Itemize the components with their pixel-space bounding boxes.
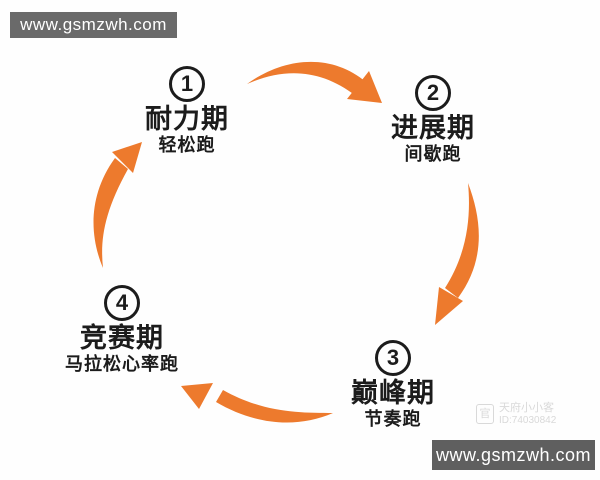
stage-1-endurance: 1 耐力期 轻松跑 (97, 66, 277, 156)
stage-2-sub-label: 间歇跑 (404, 144, 462, 164)
arrow-stage4-to-stage1 (93, 142, 142, 268)
stage-3-name: 巅峰期 (351, 378, 435, 408)
credit-logo-icon: 官 (476, 404, 494, 424)
stage-4-number-badge: 4 (104, 285, 140, 321)
watermark-bottom-right: www.gsmzwh.com (432, 440, 595, 470)
stage-2-name: 进展期 (391, 113, 475, 143)
arrow-stage2-to-stage3 (435, 183, 479, 325)
stage-4-competition: 4 竞赛期 马拉松心率跑 (32, 285, 212, 375)
stage-1-name: 耐力期 (145, 104, 229, 134)
stage-1-number-badge: 1 (169, 66, 205, 102)
stage-3-number-badge: 3 (375, 340, 411, 376)
stage-3-peak: 3 巅峰期 节奏跑 (303, 340, 483, 430)
stage-2-number-badge: 2 (415, 75, 451, 111)
stage-1-sub-label: 轻松跑 (158, 135, 216, 155)
stage-4-sub-label: 马拉松心率跑 (65, 354, 179, 374)
site-credit-watermark: 官 天府小小客 ID:74030842 (476, 402, 556, 427)
credit-name: 天府小小客 (499, 402, 554, 414)
stage-4-name: 竞赛期 (80, 323, 164, 353)
credit-id: ID:74030842 (499, 415, 557, 426)
stage-3-sub-label: 节奏跑 (364, 409, 422, 429)
watermark-top-left: www.gsmzwh.com (10, 12, 177, 38)
arrow-stage1-to-stage2 (247, 61, 382, 103)
arrow-stage3-to-stage4 (181, 383, 333, 423)
stage-2-progress: 2 进展期 间歇跑 (343, 75, 523, 165)
